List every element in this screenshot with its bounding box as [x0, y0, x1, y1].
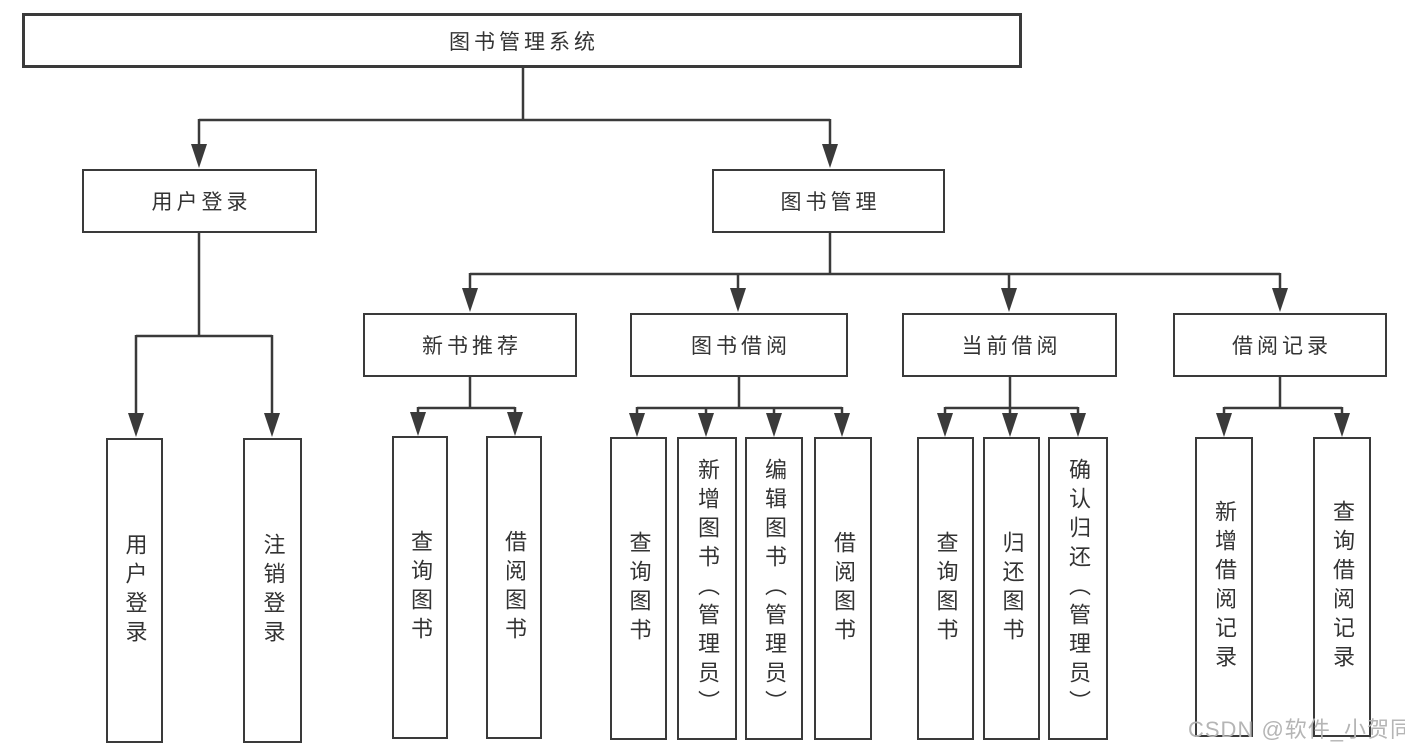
node-label: 用户登录: [151, 191, 252, 214]
leaf-bb-query-books: 查询图书: [610, 437, 667, 740]
arrowhead: [937, 413, 953, 437]
node-user-login: 用户登录: [82, 169, 317, 233]
node-label: 编辑图书（管理员）: [762, 458, 787, 719]
leaf-logout: 注销登录: [243, 438, 302, 743]
node-label: 确认归还（管理员）: [1066, 458, 1091, 719]
arrowhead: [1002, 413, 1018, 437]
leaf-cb-return-books: 归还图书: [983, 437, 1040, 740]
leaf-cb-confirm-return-admin: 确认归还（管理员）: [1048, 437, 1108, 740]
arrowhead: [629, 413, 645, 437]
arrowhead: [410, 412, 426, 436]
arrowhead: [191, 144, 207, 168]
node-label: 图书管理: [780, 191, 881, 214]
arrowhead: [698, 413, 714, 437]
node-label: 注销登录: [260, 532, 286, 649]
node-label: 图书借阅: [691, 335, 791, 358]
node-label: 新增借阅记录: [1212, 500, 1237, 674]
arrowhead: [766, 413, 782, 437]
node-current-borrowing: 当前借阅: [902, 313, 1117, 377]
node-borrowing-records: 借阅记录: [1173, 313, 1387, 377]
node-label: 新书推荐: [422, 335, 522, 358]
arrowhead: [128, 413, 144, 437]
arrowhead: [264, 413, 280, 437]
node-label: 借阅图书: [831, 530, 856, 647]
arrowhead: [1070, 413, 1086, 437]
leaf-br-add-record: 新增借阅记录: [1195, 437, 1253, 737]
csdn-watermark: CSDN @软件_小贺同学: [1188, 717, 1405, 742]
arrowhead: [1272, 288, 1288, 312]
node-book-management: 图书管理: [712, 169, 945, 233]
arrowhead: [822, 144, 838, 168]
node-label: 查询图书: [626, 530, 652, 647]
leaf-br-query-record: 查询借阅记录: [1313, 437, 1371, 737]
leaf-user-login: 用户登录: [106, 438, 163, 743]
arrowhead: [507, 412, 523, 436]
node-label: 查询借阅记录: [1330, 500, 1355, 674]
node-label: 借阅图书: [502, 529, 527, 646]
arrowhead: [834, 413, 850, 437]
node-label: 查询图书: [408, 529, 433, 646]
leaf-bb-edit-books-admin: 编辑图书（管理员）: [745, 437, 803, 740]
connector-path: [134, 68, 1344, 418]
arrowheads: [128, 144, 1350, 437]
node-label: 用户登录: [122, 532, 148, 649]
node-new-book-recommendation: 新书推荐: [363, 313, 577, 377]
leaf-nbr-borrow-books: 借阅图书: [486, 436, 542, 739]
node-label: 当前借阅: [961, 335, 1062, 358]
node-root: 图书管理系统: [22, 13, 1022, 68]
arrowhead: [462, 288, 478, 312]
leaf-nbr-query-books: 查询图书: [392, 436, 448, 739]
node-label: 归还图书: [999, 530, 1025, 647]
arrowhead: [1334, 413, 1350, 437]
node-label: 查询图书: [933, 530, 959, 647]
arrowhead: [730, 288, 746, 312]
node-label: 借阅记录: [1232, 335, 1332, 358]
arrowhead: [1001, 288, 1017, 312]
leaf-cb-query-books: 查询图书: [917, 437, 974, 740]
node-book-borrowing: 图书借阅: [630, 313, 848, 377]
leaf-bb-borrow-books: 借阅图书: [814, 437, 872, 740]
node-label: 新增图书（管理员）: [695, 458, 720, 719]
arrowhead: [1216, 413, 1232, 437]
leaf-bb-add-books-admin: 新增图书（管理员）: [677, 437, 737, 740]
node-label: 图书管理系统: [449, 30, 599, 54]
